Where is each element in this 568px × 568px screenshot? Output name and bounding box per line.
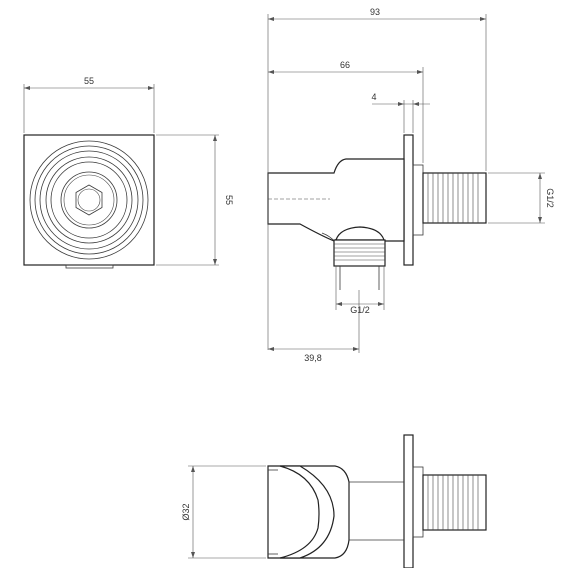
side-wall-thread	[422, 172, 487, 224]
front-width-arrow-left	[24, 86, 30, 90]
side-outlet-offset-arrow-left	[268, 347, 274, 351]
bottom-view: Ø32	[181, 434, 487, 568]
front-height-arrow-top	[213, 135, 217, 141]
front-ring-2	[34, 145, 144, 255]
side-flange-arrow-left	[398, 102, 404, 106]
side-flange-arrow-right	[413, 102, 419, 106]
side-wall-flange	[403, 134, 414, 266]
bottom-diameter-arrow-bottom	[191, 552, 195, 558]
side-outlet-thread-arrow-left	[336, 302, 342, 306]
front-hex-socket	[75, 184, 103, 216]
side-flange-thickness-label: 4	[371, 92, 376, 102]
side-body-curve	[321, 232, 335, 242]
side-outlet-cap	[335, 226, 385, 241]
front-height-label: 55	[224, 195, 234, 205]
front-ring-3	[39, 150, 139, 250]
side-wall-thread-lines	[427, 173, 479, 223]
bottom-holder-slot	[279, 465, 335, 559]
side-view: 93 66 4 G1/2 G1/2 39,8	[267, 7, 555, 363]
front-square-plate	[23, 134, 155, 266]
front-thread-ring	[60, 171, 118, 229]
side-body-outline	[267, 158, 405, 242]
front-height-arrow-bottom	[213, 259, 217, 265]
front-outlet-stub	[65, 264, 114, 269]
side-overall-arrow-left	[268, 17, 274, 21]
front-ring-5	[50, 161, 128, 239]
front-ring-4	[45, 156, 133, 244]
front-view: 55 55	[23, 76, 234, 269]
side-flange-step	[412, 164, 424, 236]
side-outlet-offset-arrow-right	[353, 347, 359, 351]
side-overall-label: 93	[370, 7, 380, 17]
side-outlet-thread-arrow-right	[378, 302, 384, 306]
side-wall-thread-arrow-bottom	[538, 217, 542, 223]
side-body-arrow-right	[417, 70, 423, 74]
bottom-diameter-arrow-top	[191, 466, 195, 472]
bottom-wall-flange	[403, 434, 414, 568]
side-outlet-thread-label: G1/2	[350, 305, 370, 315]
front-thread-ring-inner	[63, 174, 115, 226]
side-outlet-offset-label: 39,8	[304, 353, 322, 363]
side-overall-arrow-right	[480, 17, 486, 21]
front-width-label: 55	[84, 76, 94, 86]
front-width-arrow-right	[148, 86, 154, 90]
side-outlet-thread	[333, 239, 386, 267]
front-bore	[77, 188, 101, 212]
side-body-length-label: 66	[340, 60, 350, 70]
bottom-wall-thread-lines	[427, 475, 479, 530]
front-outer-ring	[29, 140, 149, 260]
side-wall-thread-arrow-top	[538, 173, 542, 179]
bottom-wall-thread	[422, 474, 487, 531]
side-body-arrow-left	[268, 70, 274, 74]
side-wall-thread-label: G1/2	[545, 188, 555, 208]
bottom-flange-step	[412, 466, 424, 538]
bottom-diameter-label: Ø32	[181, 503, 191, 520]
side-outlet-thread-lines	[334, 243, 385, 261]
